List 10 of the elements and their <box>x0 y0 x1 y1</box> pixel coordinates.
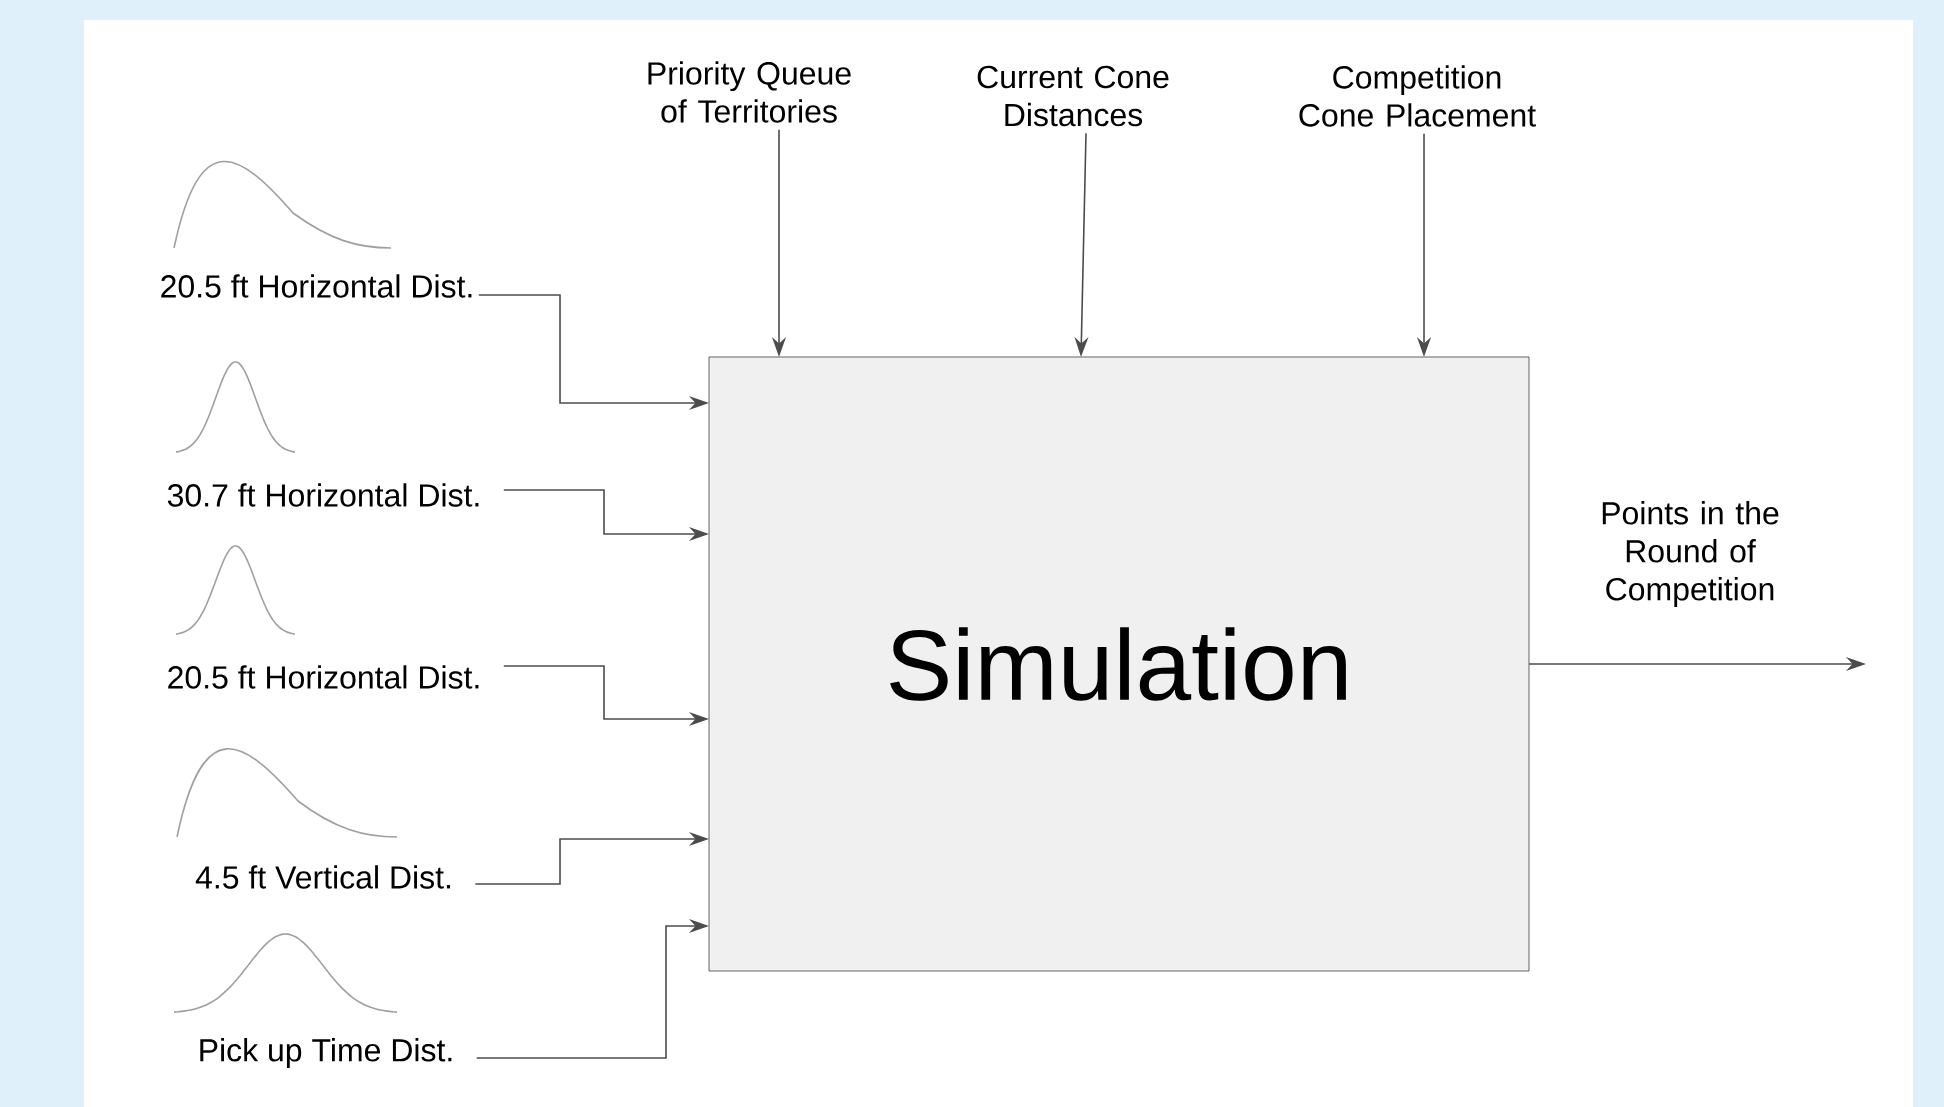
input-label: Pick up Time Dist. <box>200 1038 452 1068</box>
input-label: 20.5 ft Horizontal Dist. <box>168 665 479 689</box>
input-label: Competition Cone Placement <box>1299 65 1536 127</box>
input-label: 30.7 ft Horizontal Dist. <box>167 483 479 507</box>
input-label: 4.5 ft Vertical Dist. <box>195 865 450 889</box>
input-label: 20.5 ft Horizontal Dist. <box>161 274 472 298</box>
input-label: Current Cone Distances <box>977 65 1169 127</box>
process-box: Simulation <box>708 356 1530 972</box>
input-label: Priority Queue of Territories <box>648 61 851 123</box>
edge-label: Points in the Round of Competition <box>1566 497 1814 611</box>
